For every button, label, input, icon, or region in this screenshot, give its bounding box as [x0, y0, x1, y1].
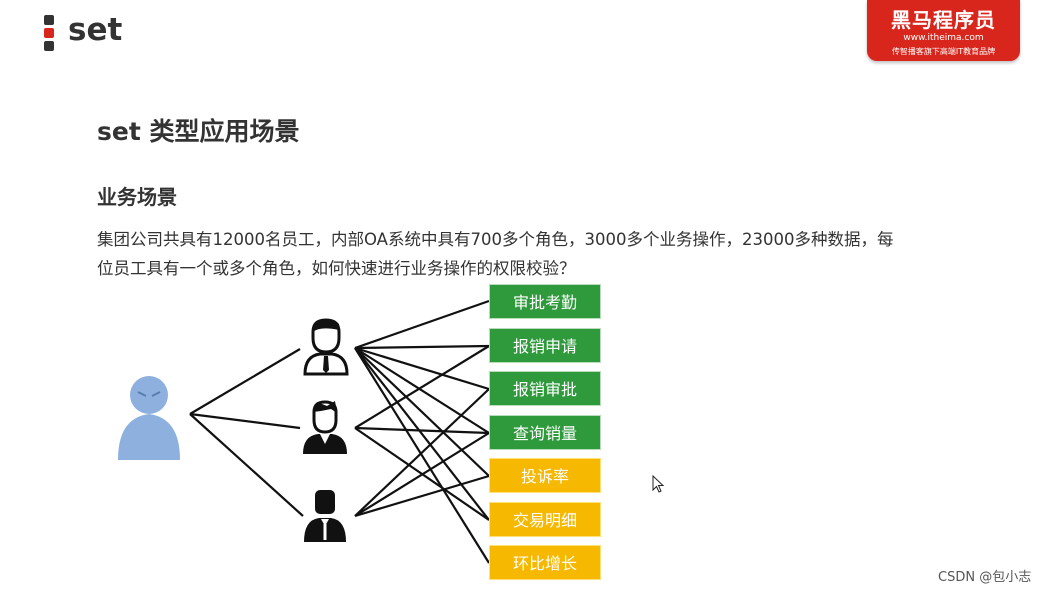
line-role2-perm4 — [354, 426, 490, 435]
line-role3-perm5 — [354, 474, 490, 518]
line-role1-perm3 — [354, 346, 490, 391]
logo-mark-icon — [44, 15, 54, 54]
connection-lines — [189, 299, 490, 564]
executive-role-icon — [304, 490, 346, 542]
line-role1-perm5 — [354, 347, 490, 477]
section-title: set 类型应用场景 — [97, 117, 300, 146]
brand-badge: 黑马程序员 www.itheima.com 传智播客旗下高端IT教育品牌 — [867, 0, 1020, 61]
manager-role-icon — [303, 318, 349, 376]
line-role1-perm4 — [354, 347, 490, 434]
line-user-role3 — [189, 413, 304, 517]
description-line-2: 位员工具有一个或多个角色，如何快速进行业务操作的权限校验？ — [97, 259, 576, 278]
user-avatar-icon — [118, 376, 180, 460]
description: 集团公司共具有12000名员工，内部OA系统中具有700多个角色，3000多个业… — [97, 225, 894, 283]
permission-box-approve-attendance: 审批考勤 — [489, 284, 601, 319]
line-role1-perm1 — [354, 299, 490, 350]
brand-url: www.itheima.com — [903, 33, 984, 43]
line-role1-perm6 — [354, 347, 490, 521]
watermark: CSDN @包小志 — [938, 570, 1032, 585]
permission-box-transaction-detail: 交易明细 — [489, 502, 601, 537]
description-line-1: 集团公司共具有12000名员工，内部OA系统中具有700多个角色，3000多个业… — [97, 230, 894, 249]
line-role3-perm4 — [354, 432, 490, 517]
line-role1-perm7 — [354, 347, 490, 564]
permission-box-expense-approve: 报销审批 — [489, 371, 601, 406]
sub-title: 业务场景 — [97, 185, 177, 209]
permission-box-complaint-rate: 投诉率 — [489, 458, 601, 493]
permission-box-expense-apply: 报销申请 — [489, 328, 601, 363]
permission-box-query-sales: 查询销量 — [489, 415, 601, 450]
brand-name: 黑马程序员 — [891, 8, 996, 32]
staff-role-icon — [303, 400, 347, 454]
line-role2-perm2 — [354, 345, 490, 429]
header-title: set — [68, 12, 123, 48]
mouse-cursor-icon — [652, 475, 665, 493]
line-role3-perm3 — [354, 388, 490, 517]
line-role1-perm2 — [354, 344, 490, 350]
line-user-role1 — [189, 348, 301, 415]
permission-box-growth: 环比增长 — [489, 545, 601, 580]
brand-slogan: 传智播客旗下高端IT教育品牌 — [891, 47, 996, 56]
line-user-role2 — [189, 412, 301, 430]
